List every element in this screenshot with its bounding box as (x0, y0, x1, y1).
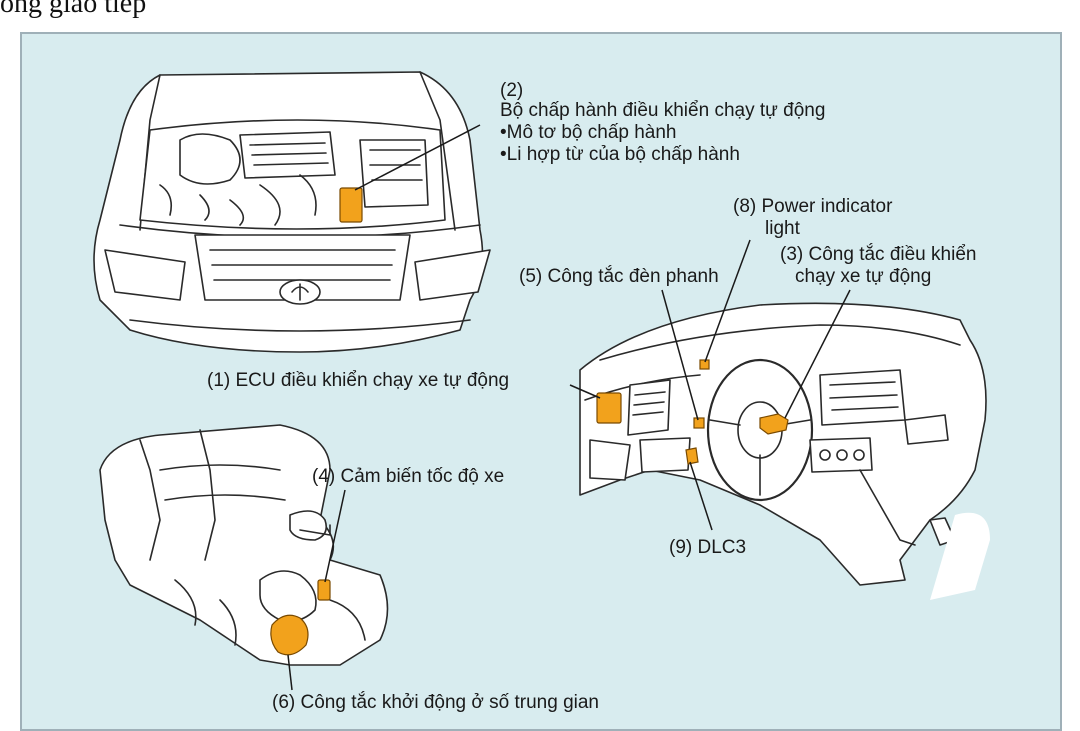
power-indicator-component (699, 359, 710, 370)
transmission-illustration (99, 424, 389, 666)
actuator-number-label: (2) (500, 80, 524, 101)
neutral-start-switch-component (270, 614, 309, 656)
brake-switch-component (693, 417, 705, 429)
power-indicator-label-line2: light (765, 218, 800, 239)
actuator-title-label: Bộ chấp hành điều khiển chạy tự động (500, 100, 826, 121)
dlc3-label: (9) DLC3 (669, 537, 747, 558)
cruise-ecu-label: (1) ECU điều khiển chạy xe tự động (207, 370, 510, 391)
leader-lines (287, 124, 851, 691)
speed-sensor-label: (4) Cảm biến tốc độ xe (312, 466, 505, 487)
cruise-switch-label: (3) Công tắc điều khiển (780, 244, 977, 265)
dashboard-illustration (579, 302, 990, 600)
car-front-illustration (93, 71, 491, 353)
brake-light-switch-label: (5) Công tắc đèn phanh (519, 266, 719, 287)
cruise-switch-label-line2: chạy xe tự động (795, 266, 932, 287)
heading-fragment: ông giao tiếp (0, 0, 147, 19)
actuator-clutch-label: •Li hợp từ của bộ chấp hành (500, 144, 740, 165)
actuator-component (339, 187, 363, 223)
speed-sensor-component (317, 579, 331, 601)
power-indicator-label: (8) Power indicator (733, 196, 893, 217)
dlc3-component (685, 447, 699, 465)
cruise-switch-component (759, 413, 789, 435)
cruise-ecu-component (596, 392, 622, 424)
actuator-motor-label: •Mô tơ bộ chấp hành (500, 122, 677, 143)
neutral-start-switch-label: (6) Công tắc khởi động ở số trung gian (272, 692, 599, 713)
